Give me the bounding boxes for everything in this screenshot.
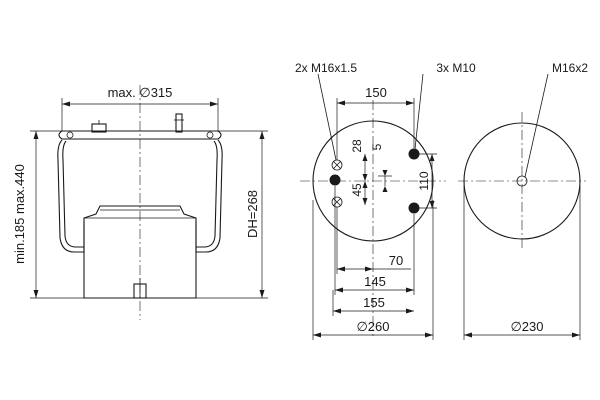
dim-bottom-diameter: ∅230 <box>463 185 581 340</box>
svg-text:5: 5 <box>370 143 384 150</box>
label-height-range: min.185 max.440 <box>12 164 27 264</box>
label-thread-m16x2: M16x2 <box>552 61 588 75</box>
svg-text:∅260: ∅260 <box>356 319 389 334</box>
label-thread-m10: 3x M10 <box>436 61 476 75</box>
dim-70: 70 <box>336 207 411 274</box>
dim-max-diameter: max. ∅315 <box>61 85 219 131</box>
svg-text:∅230: ∅230 <box>510 319 543 334</box>
dim-145: 145 <box>334 186 415 295</box>
dim-height-range: min.185 max.440 <box>12 130 84 299</box>
label-design-height: DH=268 <box>245 190 260 238</box>
top-plate <box>58 113 222 140</box>
bellow <box>57 139 223 253</box>
dim-5: 5 <box>370 143 392 192</box>
dim-top-diameter: ∅260 <box>312 200 434 340</box>
svg-text:45: 45 <box>350 183 364 197</box>
svg-text:28: 28 <box>350 139 364 153</box>
svg-text:155: 155 <box>363 295 385 310</box>
side-view: max. ∅315 min.185 max.440 DH=268 <box>12 85 268 320</box>
top-view: 2x M16x1.5 3x M10 150 28 5 <box>295 61 476 340</box>
dim-155: 155 <box>332 290 414 316</box>
label-max-diameter: max. ∅315 <box>108 85 173 100</box>
svg-text:110: 110 <box>417 171 431 190</box>
dim-design-height: DH=268 <box>196 130 268 299</box>
svg-text:70: 70 <box>389 253 403 268</box>
label-thread-m16: 2x M16x1.5 <box>295 61 357 75</box>
svg-text:145: 145 <box>364 274 386 289</box>
svg-text:150: 150 <box>365 85 387 100</box>
bottom-view: M16x2 ∅230 <box>458 61 588 340</box>
center-thread-hole <box>516 175 528 187</box>
dim-150: 150 <box>336 85 415 160</box>
dim-110: 110 <box>417 153 437 209</box>
dim-45: 45 <box>350 181 368 205</box>
thread-holes-m10 <box>329 148 420 214</box>
dim-28: 28 <box>350 139 368 181</box>
